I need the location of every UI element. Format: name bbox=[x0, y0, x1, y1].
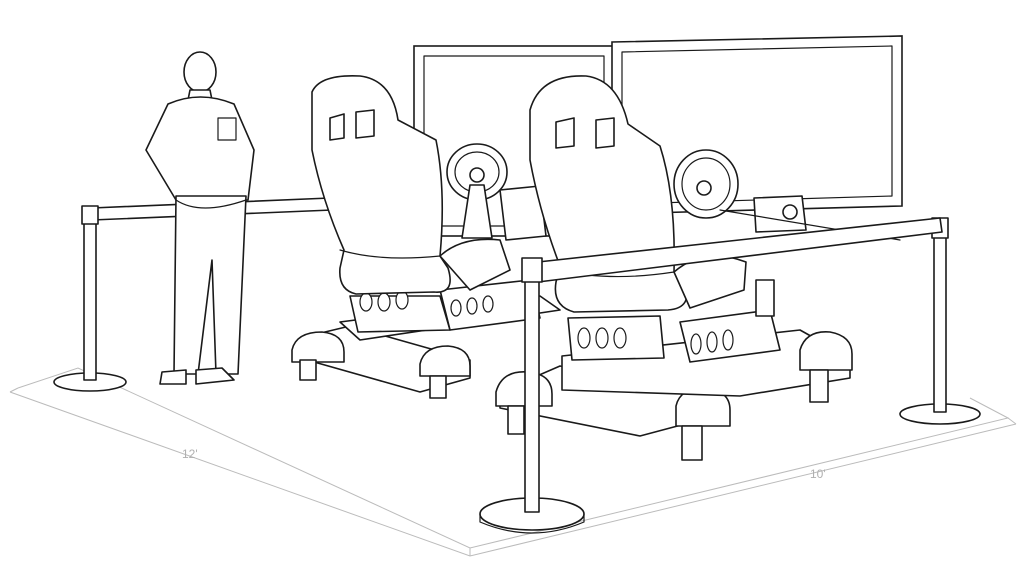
person-shoe bbox=[159, 369, 187, 385]
left-plate-hole bbox=[466, 297, 478, 315]
person-shirt bbox=[145, 96, 255, 201]
right-rig-leg-rear bbox=[809, 369, 829, 403]
left-seat-belt-slot bbox=[329, 113, 345, 141]
right-seat-belt-slot bbox=[595, 117, 615, 149]
left-shifter-box bbox=[499, 185, 547, 241]
left-wheel-hub bbox=[469, 167, 485, 183]
left-rig-foot-rear bbox=[291, 331, 345, 363]
left-rig-leg bbox=[299, 359, 317, 381]
left-bucket-seat bbox=[311, 75, 451, 295]
standing-person bbox=[145, 51, 255, 385]
left-seat-cushion bbox=[439, 238, 511, 291]
person-trousers bbox=[173, 195, 247, 375]
right-pedal bbox=[755, 279, 775, 317]
right-shifter-knob bbox=[782, 204, 798, 220]
left-simulator-rig bbox=[291, 75, 561, 399]
right-rig-leg bbox=[507, 405, 525, 435]
left-rig-foot-front bbox=[419, 345, 471, 377]
left-seat-belt-slot bbox=[355, 109, 375, 139]
right-wheel-hub bbox=[696, 180, 712, 196]
left-rig-leg-front bbox=[429, 375, 447, 399]
right-button-box bbox=[753, 195, 807, 233]
right-plate-hole bbox=[722, 329, 734, 351]
right-mount-hole bbox=[577, 327, 591, 349]
left-wheel-column bbox=[461, 184, 493, 239]
right-rig-leg-front bbox=[681, 425, 703, 461]
person-shoe bbox=[195, 367, 235, 385]
left-mount-hole bbox=[377, 292, 391, 312]
right-mount-hole bbox=[595, 327, 609, 349]
stanchion-post-front bbox=[479, 257, 585, 534]
left-mount-hole bbox=[359, 292, 373, 312]
stanchion-post-left bbox=[53, 205, 127, 392]
right-rig-foot-left bbox=[495, 371, 553, 407]
right-seat-belt-slot bbox=[555, 117, 575, 149]
left-plate-hole bbox=[482, 295, 494, 313]
right-mount-hole bbox=[613, 327, 627, 349]
floor-dimension-lines bbox=[9, 367, 1017, 557]
stanchion-post-right bbox=[899, 217, 981, 425]
right-plate-hole bbox=[706, 331, 718, 353]
person-head bbox=[183, 51, 217, 93]
dimension-label-12ft: 12' bbox=[182, 447, 198, 461]
dimension-label-10ft: 10' bbox=[810, 467, 826, 481]
right-plate-hole bbox=[690, 333, 702, 355]
left-plate-hole bbox=[450, 299, 462, 317]
right-rig-foot-rear bbox=[799, 331, 853, 371]
